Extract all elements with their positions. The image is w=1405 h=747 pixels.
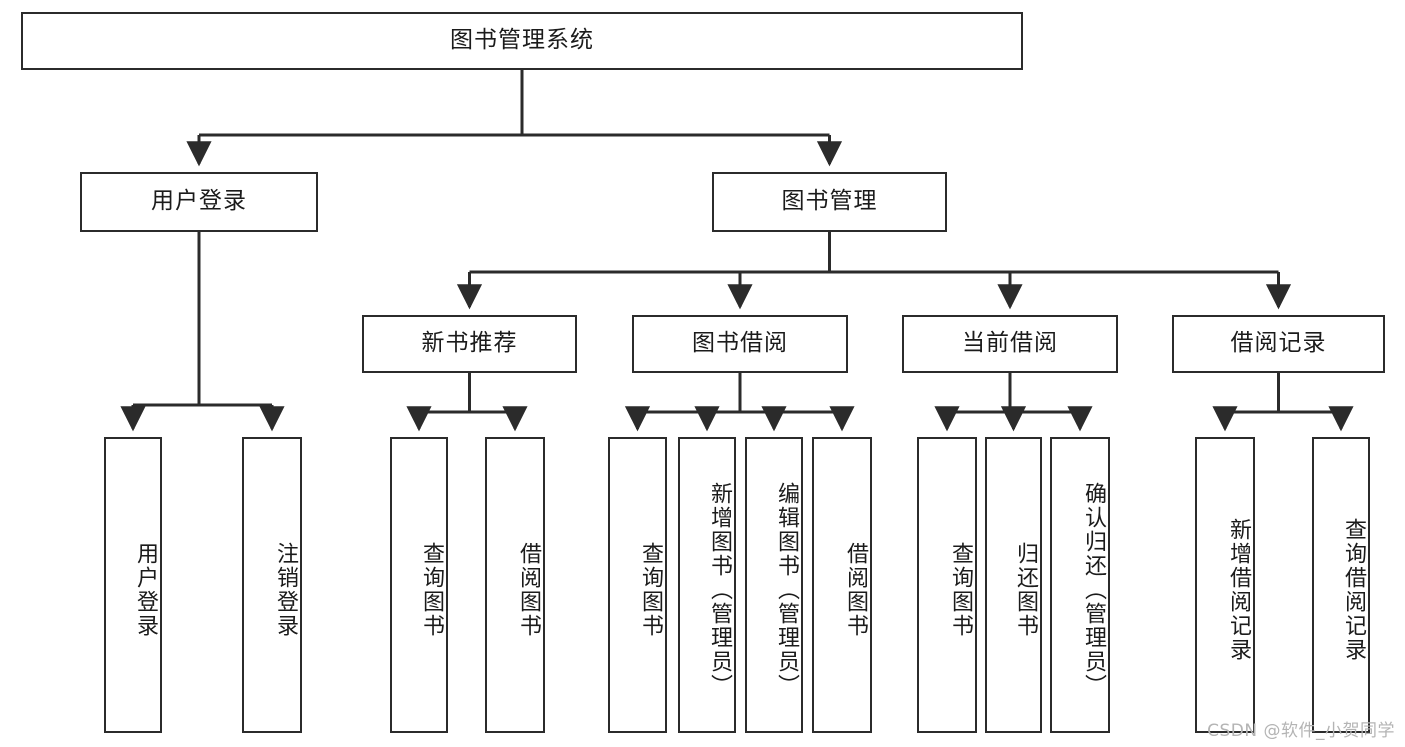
leaf-add-borrow-record[interactable]: 新增借阅记录: [1195, 437, 1255, 733]
leaf-query-book-borrow[interactable]: 查询图书: [608, 437, 667, 733]
node-book-borrow[interactable]: 图书借阅: [632, 315, 848, 373]
node-new-book-recommend[interactable]: 新书推荐: [362, 315, 577, 373]
leaf-confirm-return-admin[interactable]: 确认归还（管理员）: [1050, 437, 1110, 733]
node-user-login[interactable]: 用户登录: [80, 172, 318, 232]
leaf-query-borrow-record[interactable]: 查询借阅记录: [1312, 437, 1370, 733]
leaf-user-login[interactable]: 用户登录: [104, 437, 162, 733]
node-current-borrow[interactable]: 当前借阅: [902, 315, 1118, 373]
node-book-manage[interactable]: 图书管理: [712, 172, 947, 232]
leaf-add-book-admin[interactable]: 新增图书（管理员）: [678, 437, 736, 733]
csdn-watermark: CSDN @软件_小贺同学: [1207, 721, 1395, 741]
leaf-return-book[interactable]: 归还图书: [985, 437, 1042, 733]
leaf-borrow-book[interactable]: 借阅图书: [812, 437, 872, 733]
leaf-query-book-recommend[interactable]: 查询图书: [390, 437, 448, 733]
leaf-borrow-book-recommend[interactable]: 借阅图书: [485, 437, 545, 733]
node-borrow-record[interactable]: 借阅记录: [1172, 315, 1385, 373]
leaf-query-book-current[interactable]: 查询图书: [917, 437, 977, 733]
leaf-edit-book-admin[interactable]: 编辑图书（管理员）: [745, 437, 803, 733]
leaf-logout-login[interactable]: 注销登录: [242, 437, 302, 733]
node-root[interactable]: 图书管理系统: [21, 12, 1023, 70]
